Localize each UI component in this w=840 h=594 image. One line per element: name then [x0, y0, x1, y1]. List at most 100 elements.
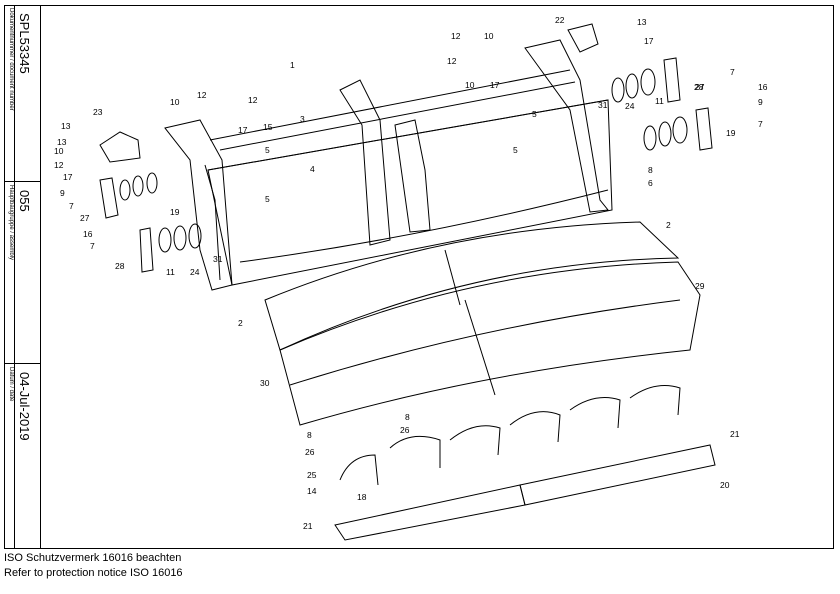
- flange-plate: [99, 177, 119, 219]
- callout: 4: [310, 164, 315, 174]
- segment-holder: [339, 454, 379, 486]
- callout: 11: [655, 96, 664, 106]
- assembly-number: 055: [17, 190, 32, 212]
- callout: 17: [63, 172, 73, 182]
- exploded-view-drawing: 1 2 2 3 4 5 5 5 5 6 7 7 7 7 8 8 8 9 9 10…: [54, 15, 768, 541]
- segment-holder: [629, 385, 681, 416]
- document-number-label: Dokumentnummer / document number: [8, 8, 14, 111]
- housing-back-rail: [209, 69, 571, 141]
- cover-segment-lower-seam: [464, 299, 496, 396]
- callout: 16: [758, 82, 768, 92]
- cover-segment-upper: [264, 221, 680, 351]
- callout: 17: [644, 36, 654, 46]
- protection-notice-en: Refer to protection notice ISO 16016: [4, 567, 183, 579]
- flange-plate: [139, 227, 154, 273]
- bearing-ring: [611, 77, 625, 103]
- callout: 10: [54, 146, 64, 156]
- date-label: Datum / date: [8, 367, 14, 402]
- bearing-ring: [643, 125, 657, 151]
- callout: 17: [490, 80, 500, 90]
- callout: 1: [290, 60, 295, 70]
- bearing-ring: [188, 223, 202, 249]
- protection-notice-de: ISO Schutzvermerk 16016 beachten: [4, 552, 182, 564]
- cover-segment-lower: [279, 261, 701, 426]
- bracket-right: [567, 23, 599, 53]
- callout-labels: 1 2 2 3 4 5 5 5 5 6 7 7 7 7 8 8 8 9 9 10…: [54, 15, 768, 531]
- flange-plate: [695, 107, 713, 151]
- title-block-border: [40, 5, 41, 549]
- callout: 13: [57, 137, 67, 147]
- drawing-date: 04-Jul-2019: [17, 372, 32, 441]
- callout: 19: [170, 207, 180, 217]
- callout: 24: [625, 101, 635, 111]
- segment-holder: [449, 425, 501, 456]
- segment-holder: [569, 397, 621, 429]
- cover-segment-upper-seam: [444, 249, 461, 306]
- callout: 7: [90, 241, 95, 251]
- housing-rim: [207, 99, 609, 171]
- bearing-ring: [146, 172, 158, 194]
- bearing-ring: [132, 175, 144, 197]
- callout: 3: [300, 114, 305, 124]
- right-end-plate: [524, 39, 609, 213]
- callout: 9: [758, 97, 763, 107]
- callout: 16: [83, 229, 93, 239]
- callout: 12: [197, 90, 207, 100]
- callout: 27: [695, 82, 705, 92]
- housing-back-rail: [219, 81, 576, 151]
- left-end-plate-inner: [204, 164, 221, 281]
- bearing-ring: [672, 116, 688, 144]
- callout: 31: [598, 100, 608, 110]
- callout: 10: [170, 97, 180, 107]
- document-number: SPL53345: [17, 13, 32, 74]
- title-block-separator: [4, 181, 40, 182]
- callout: 8: [405, 412, 410, 422]
- callout: 15: [263, 122, 273, 132]
- housing-lower-edge: [239, 189, 609, 263]
- callout: 24: [190, 267, 200, 277]
- callout: 29: [695, 281, 705, 291]
- callout: 8: [307, 430, 312, 440]
- title-block: Dokumentnummer / document number SPL5334…: [4, 5, 41, 549]
- callout: 5: [265, 145, 270, 155]
- callout: 7: [69, 201, 74, 211]
- title-block-separator: [4, 363, 40, 364]
- callout: 5: [532, 109, 537, 119]
- callout: 12: [451, 31, 461, 41]
- callout: 12: [248, 95, 258, 105]
- callout: 11: [166, 267, 175, 277]
- callout: 5: [265, 194, 270, 204]
- callout: 9: [60, 188, 65, 198]
- callout: 6: [648, 178, 653, 188]
- parts-linework: [99, 23, 716, 541]
- callout: 23: [93, 107, 103, 117]
- bearing-ring: [625, 73, 639, 99]
- callout: 26: [400, 425, 410, 435]
- drawing-frame: [4, 5, 834, 549]
- callout: 27: [80, 213, 90, 223]
- bearing-ring: [173, 225, 187, 251]
- callout: 21: [730, 429, 740, 439]
- callout: 21: [303, 521, 313, 531]
- callout: 18: [357, 492, 367, 502]
- callout: 10: [484, 31, 494, 41]
- callout: 12: [447, 56, 457, 66]
- callout: 14: [307, 486, 317, 496]
- middle-support: [394, 119, 431, 233]
- callout: 19: [726, 128, 736, 138]
- callout: 7: [730, 67, 735, 77]
- callout: 12: [54, 160, 64, 170]
- callout: 7: [758, 119, 763, 129]
- callout: 30: [260, 378, 270, 388]
- callout: 28: [115, 261, 125, 271]
- bearing-ring: [119, 179, 131, 201]
- callout: 2: [238, 318, 243, 328]
- bracket-left: [99, 131, 141, 163]
- callout: 22: [555, 15, 565, 25]
- cover-segment-lower-edge: [289, 299, 681, 386]
- bearing-ring: [658, 121, 672, 147]
- bearing-ring: [640, 68, 656, 96]
- flange-plate: [663, 57, 681, 103]
- callout: 10: [465, 80, 475, 90]
- callout: 5: [513, 145, 518, 155]
